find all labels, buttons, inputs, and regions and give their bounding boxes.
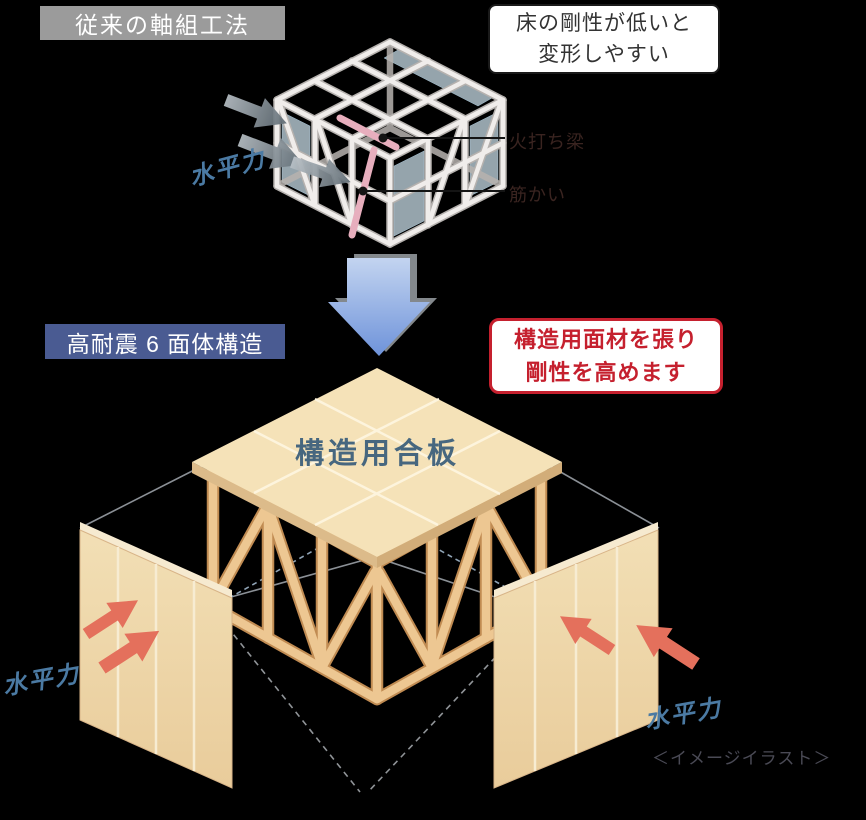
wall-panel-left	[79, 522, 233, 789]
hexahedron-structure-label: 高耐震 6 面体構造	[45, 324, 285, 359]
structural-panel-callout: 構造用面材を張り 剛性を高めます	[489, 318, 723, 394]
leader-dot-sujikai	[358, 186, 368, 196]
callout-line: 構造用面材を張り	[513, 327, 698, 352]
transition-arrow	[328, 254, 437, 356]
hexahedron-illustration	[77, 368, 706, 793]
callout-line: 床の剛性が低いと	[516, 11, 692, 35]
callout-line: 変形しやすい	[538, 43, 670, 66]
traditional-frame-illustration	[220, 42, 505, 244]
floor-rigidity-callout: 床の剛性が低いと 変形しやすい	[488, 4, 720, 74]
plywood-label: 構造用合板	[295, 438, 461, 470]
traditional-method-label: 従来の軸組工法	[40, 6, 285, 40]
panel-seams	[253, 397, 501, 527]
image-illustration-caption: ＜イメージイラスト＞	[652, 749, 832, 768]
part-label-hiuchi-beam: 火打ち梁	[509, 132, 585, 152]
wall-panel-right	[493, 522, 659, 789]
leader-lines	[363, 137, 505, 192]
part-label-sujikai-brace: 筋かい	[509, 185, 566, 205]
leader-dot-hiuchi	[378, 133, 388, 143]
callout-line: 剛性を高めます	[525, 360, 687, 385]
guide-lines-dashed	[212, 608, 542, 793]
plywood-top-panel	[192, 368, 562, 568]
